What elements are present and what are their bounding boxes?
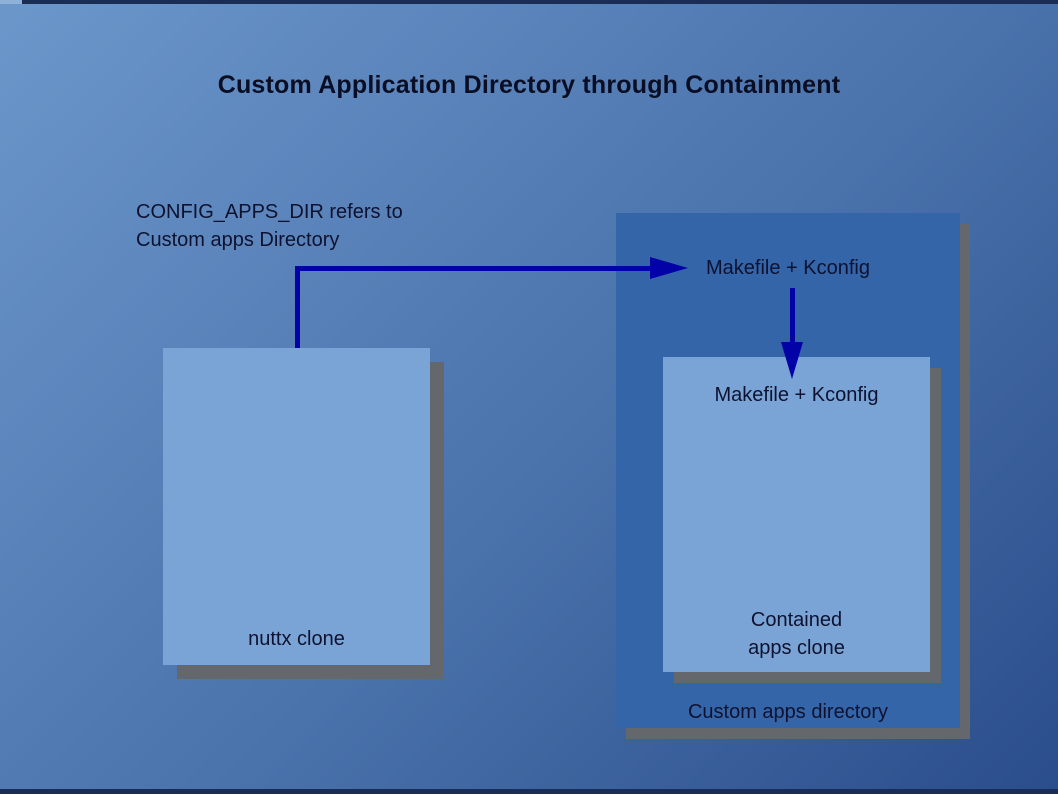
nuttx-clone-label: nuttx clone bbox=[248, 628, 345, 650]
makefile-kconfig-label-outer: Makefile + Kconfig bbox=[706, 257, 870, 279]
config-apps-dir-note-line1: CONFIG_APPS_DIR refers to bbox=[136, 201, 403, 223]
contained-apps-clone-label: Contained apps clone bbox=[663, 606, 930, 662]
config-apps-dir-note: CONFIG_APPS_DIR refers to Custom apps Di… bbox=[136, 198, 403, 254]
contained-apps-clone-label-line2: apps clone bbox=[748, 637, 845, 659]
contained-apps-clone-box: Makefile + Kconfig Contained apps clone bbox=[663, 357, 930, 672]
custom-apps-directory-caption: Custom apps directory bbox=[687, 701, 889, 723]
top-border-light-segment bbox=[0, 0, 22, 4]
down-arrow-segment bbox=[790, 288, 795, 342]
custom-apps-directory-box: Makefile + Kconfig Makefile + Kconfig Co… bbox=[616, 213, 960, 728]
elbow-arrow-vertical-segment bbox=[295, 266, 300, 348]
down-arrowhead-icon bbox=[781, 342, 803, 379]
nuttx-clone-box: nuttx clone bbox=[163, 348, 430, 665]
slide-title: Custom Application Directory through Con… bbox=[217, 71, 841, 99]
bottom-border-strip bbox=[0, 789, 1058, 794]
elbow-arrow-horizontal-segment bbox=[295, 266, 650, 271]
top-border-strip bbox=[0, 0, 1058, 4]
makefile-kconfig-label-inner: Makefile + Kconfig bbox=[714, 384, 879, 406]
right-arrowhead-icon bbox=[650, 257, 688, 279]
config-apps-dir-note-line2: Custom apps Directory bbox=[136, 229, 340, 251]
contained-apps-clone-label-line1: Contained bbox=[750, 609, 843, 631]
